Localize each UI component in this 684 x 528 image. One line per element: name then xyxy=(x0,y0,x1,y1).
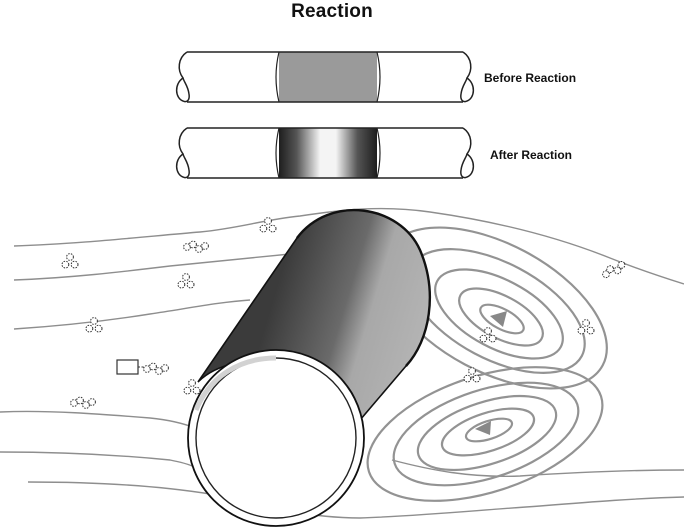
cylinder xyxy=(187,208,431,527)
vortex-arrow-icon xyxy=(475,421,491,435)
molecule-icon xyxy=(61,253,79,269)
reaction-band-after xyxy=(279,128,377,178)
molecule-icon xyxy=(85,317,103,333)
tube-before-reaction xyxy=(175,51,475,103)
vortex-arrow-icon xyxy=(490,311,507,327)
lower-vortex xyxy=(366,366,604,502)
molecule-icon xyxy=(177,273,195,289)
after-reaction-label: After Reaction xyxy=(490,148,573,162)
molecule-icon xyxy=(143,362,169,375)
diagram-title: Reaction xyxy=(291,1,373,22)
reaction-band-before xyxy=(279,52,377,102)
tube-after-reaction xyxy=(175,127,475,179)
molecule-icon xyxy=(599,258,628,282)
molecule-icon xyxy=(183,240,209,253)
before-reaction-label: Before Reaction xyxy=(484,71,577,85)
molecule-icon xyxy=(70,396,96,409)
injector-box xyxy=(116,359,139,375)
